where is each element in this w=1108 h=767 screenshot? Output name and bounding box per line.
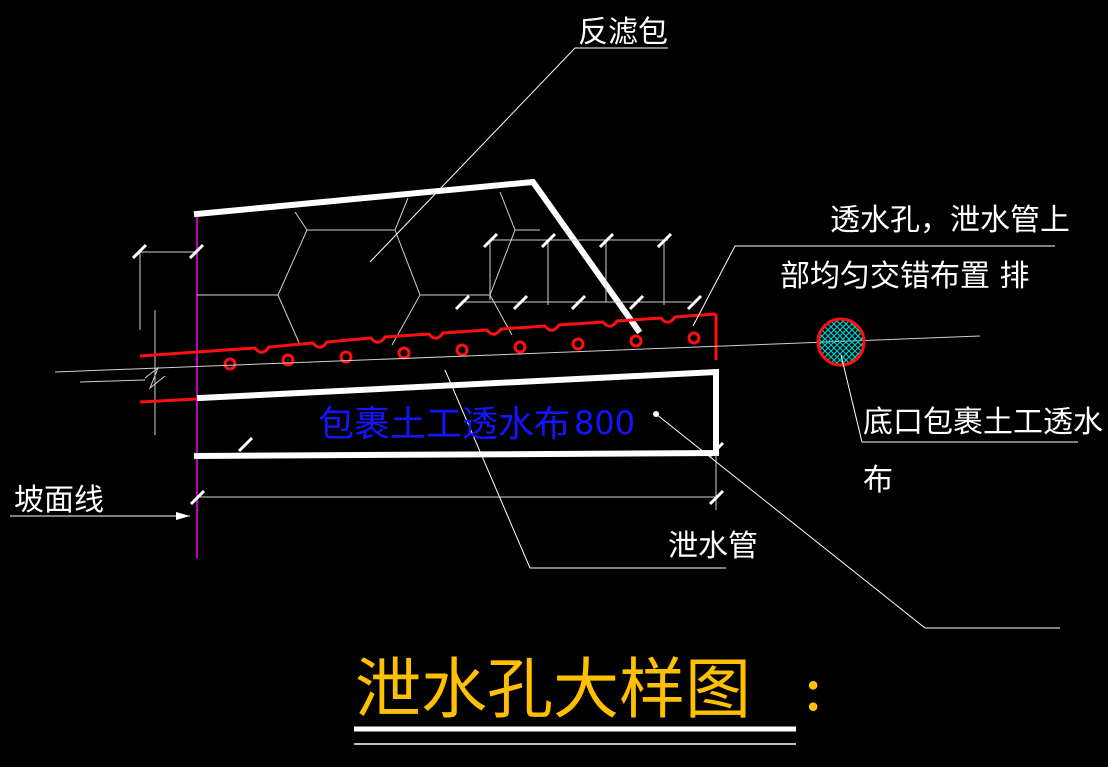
filter-bag-outline: [193, 178, 643, 335]
leader-lines: [10, 47, 1078, 629]
perforation-holes: [223, 331, 701, 371]
title-underline: [354, 726, 796, 745]
drawing-title-suffix: :: [802, 649, 824, 726]
bottom-wrap-label-line1: 底口包裹土工透水: [863, 405, 1103, 440]
slope-line-label: 坡面线: [14, 483, 104, 518]
drain-pipe-body: [193, 368, 720, 460]
drawing-title: 泄水孔大样图: [355, 651, 751, 728]
left-dimension-lines: [131, 243, 278, 435]
length-dimension: [189, 436, 725, 510]
drain-pipe-label: 泄水管: [668, 529, 758, 564]
bottom-wrap-label-line2: 布: [863, 463, 893, 498]
filter-hex-pattern: [277, 191, 540, 346]
filter-bag-label: 反滤包: [578, 15, 668, 50]
dimension-800-label: 800: [574, 404, 635, 442]
holes-label-line2: 部均匀交错布置 排: [780, 259, 1030, 294]
drain-pipe-top-red: [139, 312, 718, 404]
pipe-section-circle: [816, 317, 866, 367]
upper-spacing-dimensions: [454, 232, 703, 311]
geotextile-label: 包裹土工透水布: [318, 404, 570, 445]
holes-label-line1: 透水孔，泄水管上: [830, 203, 1070, 238]
